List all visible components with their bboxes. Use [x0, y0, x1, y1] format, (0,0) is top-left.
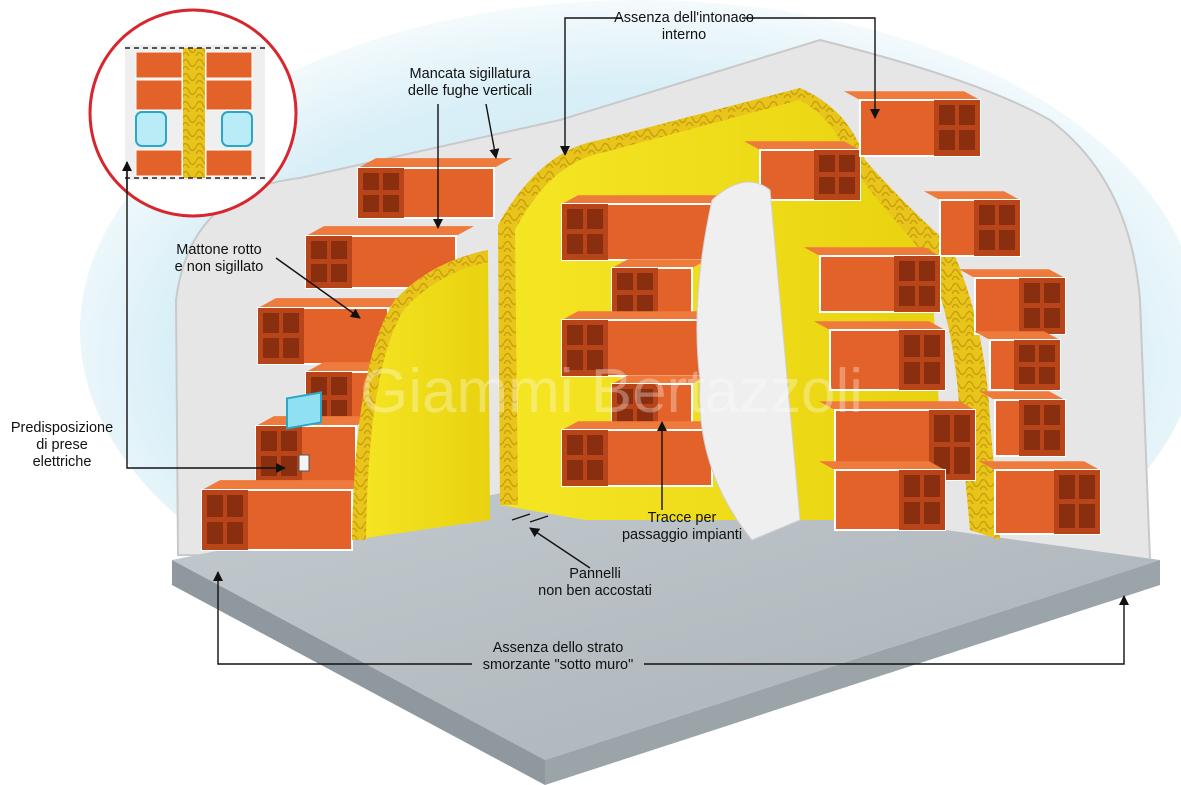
left-brick-4	[255, 416, 374, 483]
leader-lines	[122, 17, 1129, 665]
left-brick-5	[201, 480, 370, 551]
right-brick-4	[959, 269, 1066, 335]
right-brick-8	[979, 391, 1066, 457]
watermark: Giammi Bertazzoli	[360, 357, 863, 426]
left-brick-0	[357, 158, 512, 219]
right-brick-2	[924, 191, 1021, 257]
right-brick-5	[814, 321, 946, 391]
center-brick-0	[561, 195, 728, 261]
leader-damping-right	[644, 595, 1129, 665]
leader-joints-2	[485, 103, 500, 159]
leader-outlets	[126, 162, 286, 473]
right-brick-3	[804, 247, 941, 313]
left-brick-wall	[201, 158, 512, 551]
leader-damping-left	[213, 571, 472, 665]
left-insulation-edge	[352, 250, 488, 540]
right-brick-9	[819, 461, 946, 531]
right-brick-0	[744, 141, 861, 201]
center-brick-2	[561, 311, 728, 377]
floor-slab	[172, 478, 1160, 785]
leader-no-plaster-right	[742, 17, 880, 119]
corner-plaster-strip	[696, 181, 801, 541]
center-brick-courses	[561, 195, 728, 487]
left-brick-1	[305, 226, 474, 289]
right-brick-10	[979, 461, 1101, 535]
right-brick-wall	[744, 91, 1101, 535]
inset-detail	[88, 8, 298, 218]
right-brick-1	[844, 91, 981, 157]
electrical-outlet	[286, 391, 322, 472]
gap-mark-1	[511, 513, 531, 521]
leader-no-plaster-left	[560, 17, 622, 156]
leader-broken-brick	[275, 257, 361, 319]
gap-mark-2	[529, 515, 549, 523]
right-brick-6	[974, 331, 1061, 391]
center-brick-1	[611, 259, 708, 319]
right-insulation-edge	[800, 88, 1000, 540]
leader-panels	[529, 527, 591, 569]
center-brick-4	[561, 421, 728, 487]
